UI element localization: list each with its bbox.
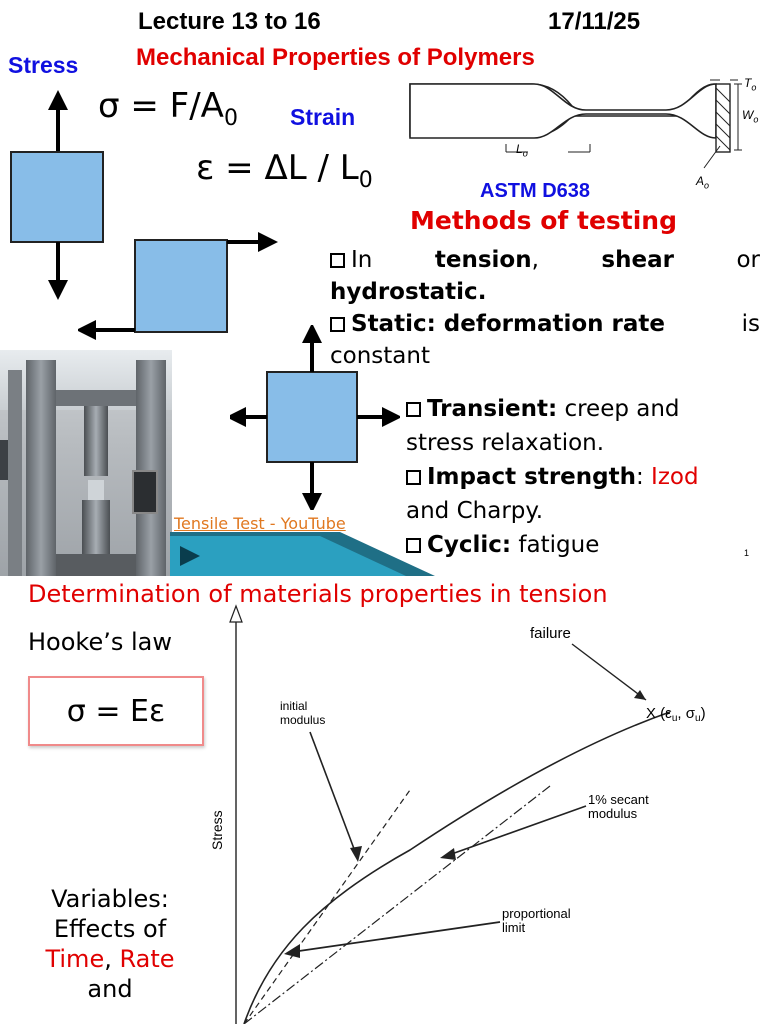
checkbox-icon bbox=[406, 538, 421, 553]
specimen-area-label: Ao bbox=[696, 174, 710, 191]
graph-secant-2: modulus bbox=[588, 806, 638, 821]
specimen-width-label: Wo bbox=[742, 108, 759, 125]
date-label: 17/11/25 bbox=[548, 8, 641, 35]
variables-block: Variables: Effects of Time, Rate and bbox=[45, 885, 175, 1003]
strain-label: Strain bbox=[290, 104, 356, 130]
methods-heading: Methods of testing bbox=[410, 206, 677, 235]
graph-proportional-2: limit bbox=[502, 920, 525, 935]
hydrostatic-diagram bbox=[230, 325, 400, 510]
shear-diagram bbox=[78, 232, 278, 340]
checkbox-icon bbox=[330, 317, 345, 332]
method-item-impact: Impact strength: Izod bbox=[406, 460, 762, 494]
methods-list-secondary: Transient: creep and stress relaxation. … bbox=[406, 392, 762, 562]
hookes-law-label: Hooke’s law bbox=[28, 628, 172, 656]
graph-y-axis-label: Stress bbox=[210, 810, 225, 850]
method-item-static: Static: deformation rate is bbox=[330, 308, 760, 340]
stress-formula: σ = F/A0 bbox=[98, 86, 238, 131]
checkbox-icon bbox=[406, 470, 421, 485]
page-title: Mechanical Properties of Polymers bbox=[136, 44, 535, 71]
hookes-law-formula-box: σ = Eε bbox=[28, 676, 204, 746]
graph-failure-point: X (εu, σu) bbox=[646, 705, 706, 724]
method-item-transient: Transient: creep and bbox=[406, 392, 762, 426]
decorative-slide-bar bbox=[170, 532, 435, 576]
checkbox-icon bbox=[330, 253, 345, 268]
stress-strain-graph: failure initial modulus 1% secant modulu… bbox=[210, 604, 706, 1024]
graph-secant-1: 1% secant bbox=[588, 792, 649, 807]
dogbone-specimen-diagram bbox=[409, 79, 742, 169]
stress-label: Stress bbox=[8, 52, 79, 78]
page-number: 1 bbox=[744, 548, 750, 558]
graph-initial-modulus-2: modulus bbox=[280, 713, 325, 727]
specimen-thickness-label: To bbox=[744, 76, 757, 93]
graph-proportional-1: proportional bbox=[502, 906, 571, 921]
lecture-label: Lecture 13 to 16 bbox=[138, 8, 321, 35]
section2-heading: Determination of materials properties in… bbox=[28, 580, 608, 608]
methods-list-main: In tension, shear or hydrostatic. Static… bbox=[330, 244, 760, 372]
method-item-tension: In tension, shear or bbox=[330, 244, 760, 276]
tension-diagram bbox=[10, 90, 104, 300]
specimen-length-label: Lo bbox=[516, 142, 528, 159]
graph-failure-label: failure bbox=[530, 625, 571, 642]
method-item-cyclic: Cyclic: fatigue bbox=[406, 528, 762, 562]
checkbox-icon bbox=[406, 402, 421, 417]
strain-formula: ε = ΔL / L0 bbox=[196, 148, 373, 193]
tensile-machine-photo bbox=[0, 350, 172, 576]
specimen-caption: ASTM D638 bbox=[480, 180, 591, 202]
tensile-test-video-link[interactable]: Tensile Test - YouTube bbox=[174, 514, 346, 533]
graph-initial-modulus-1: initial bbox=[280, 699, 307, 713]
